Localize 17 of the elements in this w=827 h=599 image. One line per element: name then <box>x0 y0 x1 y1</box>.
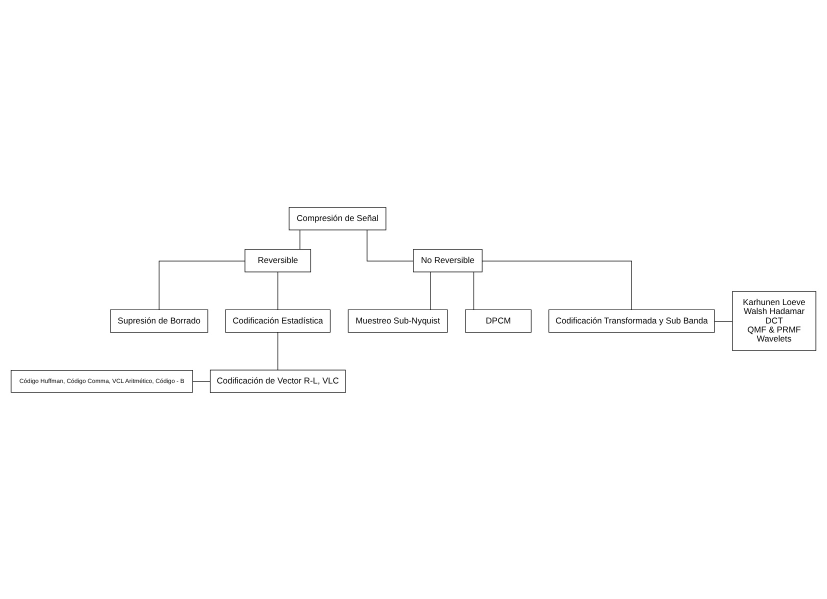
node-box: Muestreo Sub-Nyquist <box>348 308 448 332</box>
connector <box>366 229 414 261</box>
node-box: DPCM <box>465 308 532 332</box>
connector <box>158 260 246 310</box>
node-box: No Reversible <box>413 248 482 272</box>
connector <box>473 271 474 310</box>
connector <box>482 260 632 310</box>
node-box: Karhunen Loeve Walsh Hadamar DCT QMF & PRMF Wavelets <box>732 290 816 350</box>
node-box: Codificación de Vector R-L, VLC <box>210 369 346 392</box>
connector <box>714 320 733 322</box>
node-box: Codificación Transformada y Sub Banda <box>548 308 715 332</box>
connector <box>430 271 431 310</box>
node-box: Reversible <box>244 248 312 272</box>
connector <box>192 380 210 382</box>
node-box: Compresión de Señal <box>288 206 386 230</box>
node-box: Codificación Estadística <box>225 308 331 332</box>
node-box: Supresión de Borrado <box>110 308 208 332</box>
